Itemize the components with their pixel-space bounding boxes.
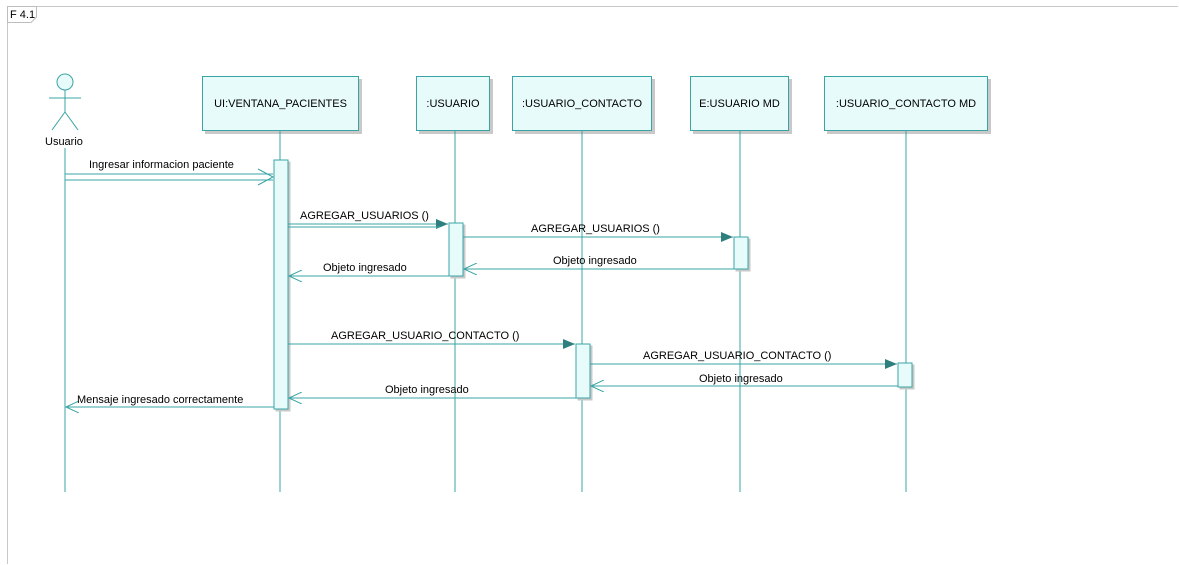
lifeline-label: UI:VENTANA_PACIENTES [214,97,347,110]
lifeline-box-usuario-md[interactable]: E:USUARIO MD [690,76,789,131]
activation-usuario [448,222,464,277]
lifeline-box-usuario-contacto-md[interactable]: :USUARIO_CONTACTO MD [824,76,988,131]
lifeline-box-usuario[interactable]: :USUARIO [416,76,490,131]
lifeline-box-usuario-contacto[interactable]: :USUARIO_CONTACTO [512,76,652,131]
message-label-10: Mensaje ingresado correctamente [77,394,243,406]
diagram-frame [7,6,1178,564]
activation-usuario-md [733,236,749,270]
actor-icon[interactable] [49,73,81,131]
message-label-7: AGREGAR_USUARIO_CONTACTO () [643,350,831,362]
message-label-5: Objeto ingresado [323,262,407,274]
message-label-6: AGREGAR_USUARIO_CONTACTO () [331,330,519,342]
lifeline-label: :USUARIO_CONTACTO MD [835,97,977,110]
message-label-8: Objeto ingresado [699,373,783,385]
message-label-4: Objeto ingresado [553,255,637,267]
activation-usuario-contacto [575,343,591,399]
frame-label: F 4.1 [10,9,36,21]
message-label-1: Ingresar informacion paciente [89,159,234,171]
activation-usuario-contacto-md [897,362,913,388]
lifeline-box-ui-ventana-pacientes[interactable]: UI:VENTANA_PACIENTES [202,76,359,131]
frame-tab [7,6,37,23]
message-label-2: AGREGAR_USUARIOS () [300,210,429,222]
lifeline-label: :USUARIO_CONTACTO [522,97,642,110]
lifeline-label: E:USUARIO MD [699,97,780,110]
message-label-3: AGREGAR_USUARIOS () [531,223,660,235]
message-arrow-1-head [257,168,275,186]
message-label-9: Objeto ingresado [385,384,469,396]
lifeline-label: :USUARIO [426,97,480,110]
actor-label: Usuario [45,136,83,148]
activation-ui [273,159,289,410]
